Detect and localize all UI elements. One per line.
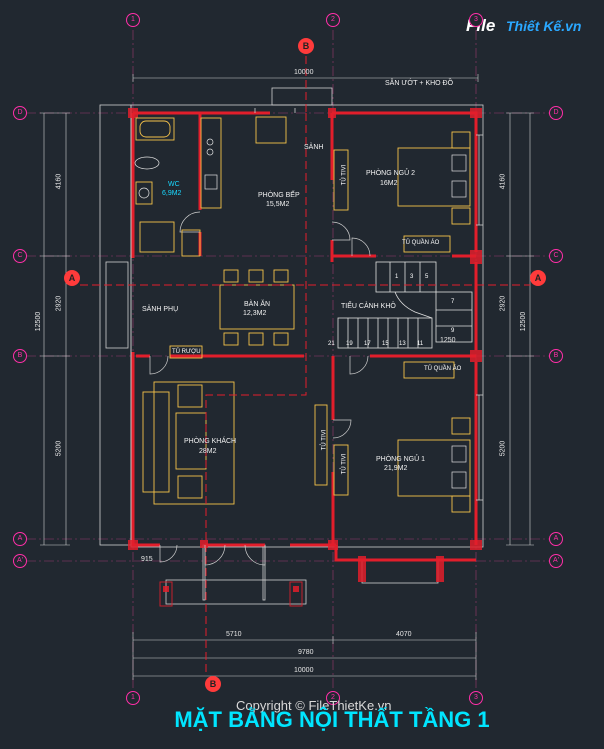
axis-marker-a-right: A bbox=[549, 532, 563, 546]
label-tieu-canh: TIỂU CẢNH KHÔ bbox=[341, 303, 396, 310]
label-khach: PHÒNG KHÁCH bbox=[184, 438, 237, 445]
stair-step-15: 15 bbox=[382, 341, 389, 347]
section-marker-a-right: A bbox=[530, 270, 546, 286]
label-khach-area: 28M2 bbox=[199, 448, 217, 455]
stair-step-17: 17 bbox=[364, 341, 371, 347]
label-ngu1-area: 21,9M2 bbox=[384, 465, 408, 472]
stair-step-19: 19 bbox=[346, 341, 353, 347]
stair-step-21: 21 bbox=[328, 341, 335, 347]
label-bep: PHÒNG BẾP bbox=[258, 192, 300, 199]
axis-marker-d-right: D bbox=[549, 106, 563, 120]
axis-marker-2-top: 2 bbox=[326, 13, 340, 27]
dim-right-total: 12500 bbox=[520, 311, 528, 332]
dim-bottom-right: 4070 bbox=[396, 631, 412, 638]
label-sanh-phu: SẢNH PHỤ bbox=[142, 306, 179, 313]
dim-right-c-b: 2920 bbox=[499, 295, 507, 312]
furniture bbox=[135, 116, 471, 513]
stair-step-3: 3 bbox=[410, 274, 414, 280]
section-marker-b-top: B bbox=[298, 38, 314, 54]
label-bep-area: 15,5M2 bbox=[266, 201, 290, 208]
windows bbox=[254, 108, 483, 501]
axis-marker-a-prime-right: A' bbox=[549, 554, 563, 568]
dim-stair-1250: 1250 bbox=[440, 337, 456, 344]
axis-marker-3-top: 3 bbox=[469, 13, 483, 27]
label-tu-tivi-2: TỦ TIVI bbox=[341, 164, 348, 186]
stairs bbox=[337, 261, 473, 349]
section-marker-a-left: A bbox=[64, 270, 80, 286]
doors bbox=[149, 211, 371, 566]
wall-hatches bbox=[128, 108, 482, 607]
label-tu-tivi-3: TỦ TIVI bbox=[341, 453, 348, 475]
dim-right-b-a: 5200 bbox=[499, 440, 507, 457]
axis-marker-b-left: B bbox=[13, 349, 27, 363]
dim-small-915: 915 bbox=[141, 556, 153, 563]
stair-step-13: 13 bbox=[399, 341, 406, 347]
label-sanh: SẢNH bbox=[304, 144, 324, 151]
stair-step-1: 1 bbox=[395, 274, 399, 280]
axis-marker-a-left: A bbox=[13, 532, 27, 546]
dimension-lines bbox=[40, 74, 534, 680]
stair-step-7: 7 bbox=[451, 299, 455, 305]
axis-marker-3-bottom: 3 bbox=[469, 691, 483, 705]
dim-left-c-b: 2920 bbox=[55, 295, 63, 312]
logo-part-2: Thiết Kế.vn bbox=[506, 18, 582, 34]
axis-marker-b-right: B bbox=[549, 349, 563, 363]
axis-marker-a-prime-left: A' bbox=[13, 554, 27, 568]
label-wc-area: 6,9M2 bbox=[162, 190, 182, 197]
brand-logo: File Thiết Kế.vn bbox=[466, 14, 592, 44]
dim-bottom-mid: 9780 bbox=[298, 649, 314, 656]
axis-marker-c-right: C bbox=[549, 249, 563, 263]
stair-step-11: 11 bbox=[417, 341, 424, 347]
label-tu-quan-ao-2: TỦ QUẦN ÁO bbox=[424, 366, 462, 372]
copyright-watermark: Copyright © FileThietKe.vn bbox=[236, 698, 392, 713]
dim-left-b-a: 5200 bbox=[55, 440, 63, 457]
red-walls bbox=[131, 111, 478, 562]
label-ngu1: PHÒNG NGỦ 1 bbox=[376, 456, 426, 463]
label-ban-an-area: 12,3M2 bbox=[243, 310, 267, 317]
dim-right-d-c: 4160 bbox=[499, 173, 507, 190]
dim-left-d-c: 4160 bbox=[55, 173, 63, 190]
label-ngu2: PHÒNG NGỦ 2 bbox=[366, 170, 416, 177]
label-san-phoi: SÂN ƯỚT + KHO ĐỒ bbox=[385, 80, 454, 87]
dim-top-total: 10000 bbox=[294, 69, 314, 76]
label-tu-quan-ao-1: TỦ QUẦN ÁO bbox=[402, 240, 440, 246]
axis-marker-1-top: 1 bbox=[126, 13, 140, 27]
dim-bottom-left: 5710 bbox=[226, 631, 242, 638]
bed-details bbox=[134, 138, 467, 489]
label-tu-ruou: TỦ RƯỢU bbox=[172, 349, 201, 355]
outline-walls bbox=[99, 87, 484, 605]
section-marker-b-bottom: B bbox=[205, 676, 221, 692]
stair-step-5: 5 bbox=[425, 274, 429, 280]
label-wc: WC bbox=[168, 181, 180, 188]
axis-marker-d-left: D bbox=[13, 106, 27, 120]
label-ngu2-area: 16M2 bbox=[380, 180, 398, 187]
dim-bottom-total: 10000 bbox=[294, 667, 314, 674]
axis-marker-1-bottom: 1 bbox=[126, 691, 140, 705]
stair-step-9: 9 bbox=[451, 328, 455, 334]
section-lines bbox=[80, 56, 530, 676]
axis-marker-c-left: C bbox=[13, 249, 27, 263]
dim-left-total: 12500 bbox=[35, 311, 43, 332]
label-tu-tivi-1: TỦ TIVI bbox=[321, 429, 328, 451]
axis-marker-2-bottom: 2 bbox=[326, 691, 340, 705]
drawing-title: MẶT BẰNG NỘI THẤT TẦNG 1 bbox=[174, 707, 490, 732]
label-ban-an: BÀN ĂN bbox=[244, 301, 271, 308]
